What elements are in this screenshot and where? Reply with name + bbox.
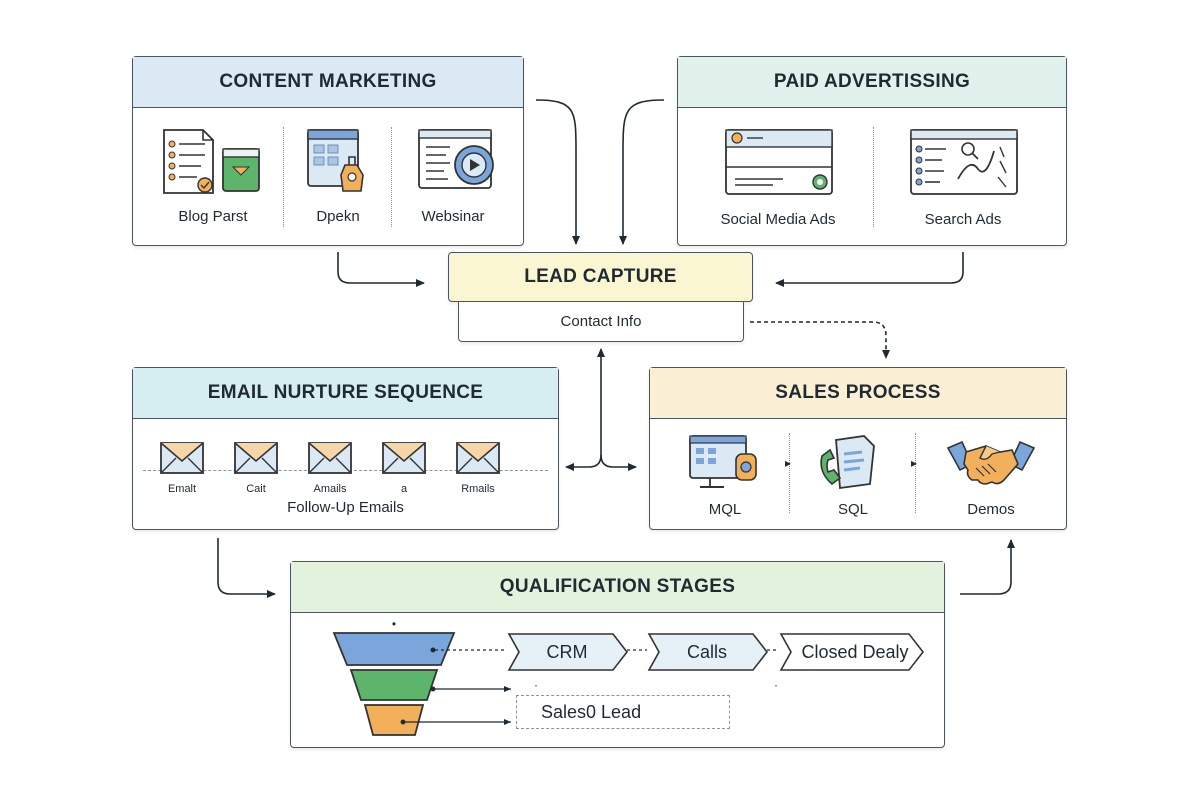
content-marketing-panel: CONTENT MARKETING Blog Parst Dpekn Websi… bbox=[132, 56, 524, 246]
email-nurture-panel: EMAIL NURTURE SEQUENCE Emalt Cait Amails… bbox=[132, 367, 559, 530]
monitor-icon bbox=[689, 435, 757, 488]
sales-process-header: SALES PROCESS bbox=[650, 368, 1066, 419]
arrow-content-to-lead bbox=[535, 99, 580, 245]
sales-process-title: SALES PROCESS bbox=[775, 382, 941, 403]
divider bbox=[391, 127, 392, 227]
ebook-icon bbox=[307, 129, 364, 192]
search-ad-icon bbox=[910, 129, 1018, 195]
document-icon bbox=[163, 129, 260, 194]
handshake-icon bbox=[946, 440, 1036, 485]
arrow-left-to-lead bbox=[337, 252, 425, 287]
email-label: Rmails bbox=[461, 483, 495, 495]
envelope-icon bbox=[160, 442, 204, 474]
contact-info-field: Contact Info bbox=[458, 302, 744, 342]
divider bbox=[789, 433, 790, 513]
email-label: Cait bbox=[246, 483, 266, 495]
arrow-right-to-lead bbox=[775, 252, 964, 287]
stage-chevron-calls bbox=[647, 633, 769, 671]
ebook-label: Dpekn bbox=[316, 208, 360, 225]
blog-post-label: Blog Parst bbox=[178, 208, 248, 225]
sales-process-panel: SALES PROCESS ▸ ▸ MQL SQL Demos bbox=[649, 367, 1067, 530]
arrow-email-to-qual bbox=[217, 538, 276, 598]
contact-info-label: Contact Info bbox=[560, 313, 642, 330]
funnel-connectors bbox=[400, 647, 779, 725]
next-arrow-icon: ▸ bbox=[910, 456, 918, 470]
email-nurture-header: EMAIL NURTURE SEQUENCE bbox=[133, 368, 558, 419]
phone-document-icon bbox=[820, 435, 875, 490]
arrow-hub-to-sales bbox=[600, 454, 637, 471]
stage-closed-deal-label: Closed Dealy bbox=[801, 641, 909, 662]
social-ad-icon bbox=[725, 129, 833, 195]
paid-advertising-title: PAID ADVERTISSING bbox=[773, 71, 971, 92]
paid-advertising-header: PAID ADVERTISSING bbox=[678, 57, 1066, 108]
demos-label: Demos bbox=[967, 501, 1015, 518]
lead-capture-box: LEAD CAPTURE bbox=[448, 252, 753, 302]
envelope-icon bbox=[382, 442, 426, 474]
content-marketing-header: CONTENT MARKETING bbox=[133, 57, 523, 108]
email-nurture-title: EMAIL NURTURE SEQUENCE bbox=[207, 382, 484, 403]
divider bbox=[283, 127, 284, 227]
qualification-title: QUALIFICATION STAGES bbox=[499, 576, 736, 597]
stage-chevron-closed-deal bbox=[779, 633, 925, 671]
paid-advertising-panel: PAID ADVERTISSING Social Media Ads Searc… bbox=[677, 56, 1067, 246]
webinar-icon bbox=[418, 129, 494, 189]
search-ads-label: Search Ads bbox=[924, 211, 1002, 228]
webinar-label: Websinar bbox=[421, 208, 485, 225]
qualification-header: QUALIFICATION STAGES bbox=[291, 562, 944, 613]
follow-up-emails-caption: Follow-Up Emails bbox=[287, 499, 404, 516]
marker-dot: · bbox=[534, 678, 538, 692]
arrow-hub-to-email bbox=[565, 454, 602, 471]
content-marketing-title: CONTENT MARKETING bbox=[219, 71, 437, 92]
mql-label: MQL bbox=[708, 501, 742, 518]
divider bbox=[873, 127, 874, 227]
email-label: Emalt bbox=[167, 483, 197, 495]
lead-capture-title: LEAD CAPTURE bbox=[524, 266, 677, 287]
arrow-paid-to-lead bbox=[619, 99, 665, 245]
stage-chevron-crm bbox=[507, 633, 629, 671]
stage-crm-label: CRM bbox=[546, 641, 588, 662]
divider bbox=[915, 433, 916, 513]
email-label: Amails bbox=[313, 483, 347, 495]
arrow-qual-to-sales bbox=[960, 539, 1015, 595]
stage-calls-label: Calls bbox=[686, 641, 727, 662]
envelope-icon bbox=[456, 442, 500, 474]
next-arrow-icon: ▸ bbox=[784, 456, 792, 470]
email-label: a bbox=[400, 483, 408, 495]
sales-lead-box: Sales0 Lead bbox=[516, 695, 730, 729]
sales-lead-label: Sales0 Lead bbox=[541, 701, 642, 722]
funnel-icon bbox=[332, 632, 456, 736]
sql-label: SQL bbox=[837, 501, 868, 518]
marker-dot: · bbox=[774, 678, 778, 692]
envelope-icon bbox=[308, 442, 352, 474]
qualification-panel: QUALIFICATION STAGES • · · CRM Calls bbox=[290, 561, 945, 748]
arrow-contact-to-sales bbox=[750, 321, 890, 359]
envelope-icon bbox=[234, 442, 278, 474]
social-media-ads-label: Social Media Ads bbox=[720, 211, 836, 228]
marker-dot: • bbox=[391, 617, 397, 631]
